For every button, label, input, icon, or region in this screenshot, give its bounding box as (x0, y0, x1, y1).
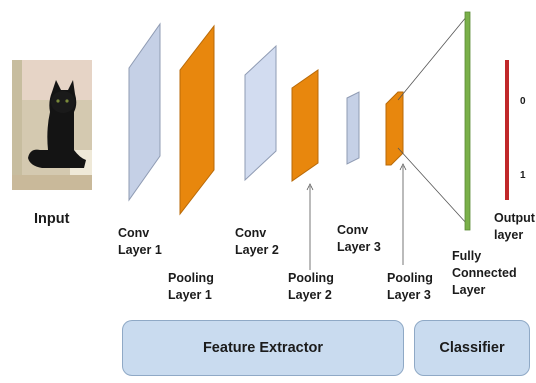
classifier-section: Classifier (414, 320, 530, 376)
input-label: Input (34, 211, 70, 227)
fully-connected-bar (464, 11, 471, 231)
conv-layer-1-label: Conv Layer 1 (118, 226, 162, 257)
fully-connected-label: Fully Connected Layer (452, 249, 517, 297)
pooling-layer-3-label: Pooling Layer 3 (387, 271, 433, 302)
output-layer-label: Output layer (494, 211, 535, 242)
classifier-label: Classifier (439, 340, 505, 356)
output-value-1: 1 (520, 170, 526, 181)
output-bar (505, 60, 509, 200)
pooling-layer-1-label: Pooling Layer 1 (168, 271, 214, 302)
conv-layer-3-slab (346, 91, 360, 165)
pooling-layer-3-slab (385, 91, 404, 166)
pooling-layer-1-slab (179, 24, 215, 216)
conv-layer-1-slab (128, 22, 161, 202)
pooling-layer-2-slab (291, 69, 319, 182)
conv-layer-3-label: Conv Layer 3 (337, 223, 381, 254)
conv-layer-2-label: Conv Layer 2 (235, 226, 279, 257)
fc-connector-bottom (397, 147, 468, 225)
input-image (12, 60, 92, 190)
feature-extractor-section: Feature Extractor (122, 320, 404, 376)
pooling-layer-2-label: Pooling Layer 2 (288, 271, 334, 302)
conv-layer-2-slab (244, 44, 277, 182)
feature-extractor-label: Feature Extractor (202, 340, 324, 356)
output-value-0: 0 (520, 96, 526, 107)
fc-connector-top (397, 15, 468, 101)
